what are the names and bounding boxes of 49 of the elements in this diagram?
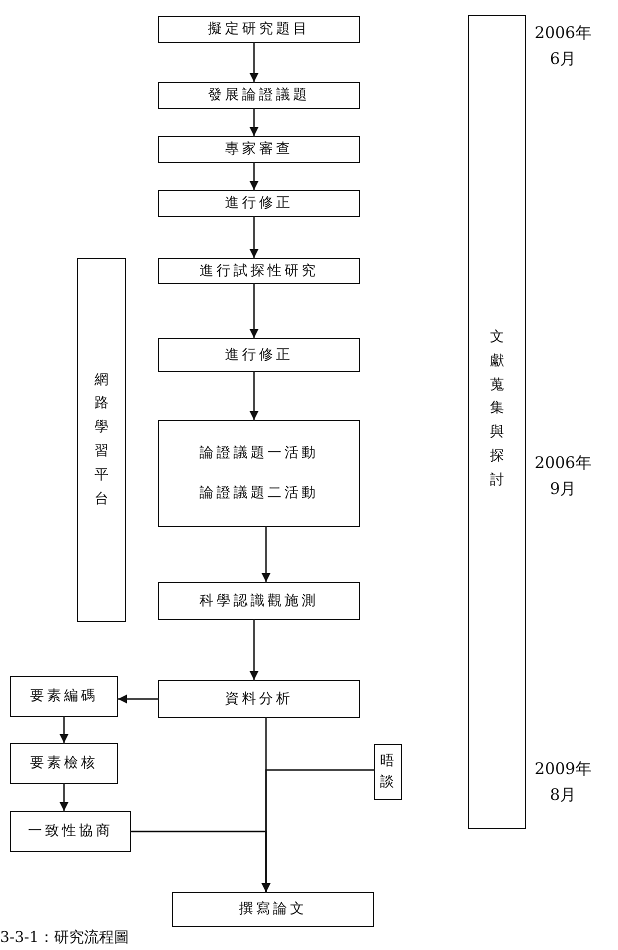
process-box xyxy=(158,420,360,527)
box-text: 科學認識觀施測 xyxy=(200,592,318,610)
process-box xyxy=(374,744,402,800)
arrow xyxy=(250,284,258,338)
process-box xyxy=(158,582,360,620)
process-box xyxy=(158,338,360,372)
arrow xyxy=(60,784,68,811)
arrow xyxy=(250,620,258,680)
box-text: 進行修正 xyxy=(225,195,293,212)
date-label: 2006年9月 xyxy=(534,452,592,500)
arrow xyxy=(250,43,258,82)
arrow xyxy=(250,163,258,190)
box-text: 晤談 xyxy=(380,752,395,792)
arrow xyxy=(262,527,270,582)
process-box xyxy=(172,892,374,927)
box-text: 發展論證議題 xyxy=(208,87,310,104)
arrow xyxy=(250,372,258,420)
box-text: 專家審查 xyxy=(225,141,293,158)
box-text: 撰寫論文 xyxy=(239,901,307,918)
process-box xyxy=(158,82,360,109)
arrow xyxy=(118,694,158,704)
side-bar-box xyxy=(468,15,526,829)
process-box xyxy=(10,676,118,717)
side-bar-box xyxy=(77,258,126,622)
box-text: 資料分析 xyxy=(225,690,293,708)
box-text: 要素編碼 xyxy=(30,688,98,705)
process-box xyxy=(10,743,118,784)
box-text: 要素檢核 xyxy=(30,755,98,772)
figure-caption: 3-3-1：研究流程圖 xyxy=(0,928,129,947)
arrow xyxy=(250,217,258,258)
process-box xyxy=(158,258,360,284)
process-box xyxy=(158,680,360,718)
date-label: 2009年8月 xyxy=(534,758,592,806)
date-label: 2006年6月 xyxy=(534,22,592,70)
box-text: 一致性協商 xyxy=(28,823,113,840)
process-box xyxy=(158,136,360,163)
box-text: 網路學習平台 xyxy=(94,370,109,509)
process-box xyxy=(10,811,131,852)
box-text: 論證議題二活動 xyxy=(200,485,318,502)
box-text: 進行試探性研究 xyxy=(200,262,318,280)
arrow xyxy=(131,830,270,892)
arrow xyxy=(60,717,68,743)
box-text: 論證議題一活動 xyxy=(200,444,318,462)
process-box xyxy=(158,16,360,43)
box-text: 擬定研究題目 xyxy=(208,21,310,38)
process-box xyxy=(158,190,360,217)
box-text: 進行修正 xyxy=(225,346,293,364)
arrow xyxy=(250,109,258,136)
box-text: 文獻蒐集與探討 xyxy=(490,328,504,490)
